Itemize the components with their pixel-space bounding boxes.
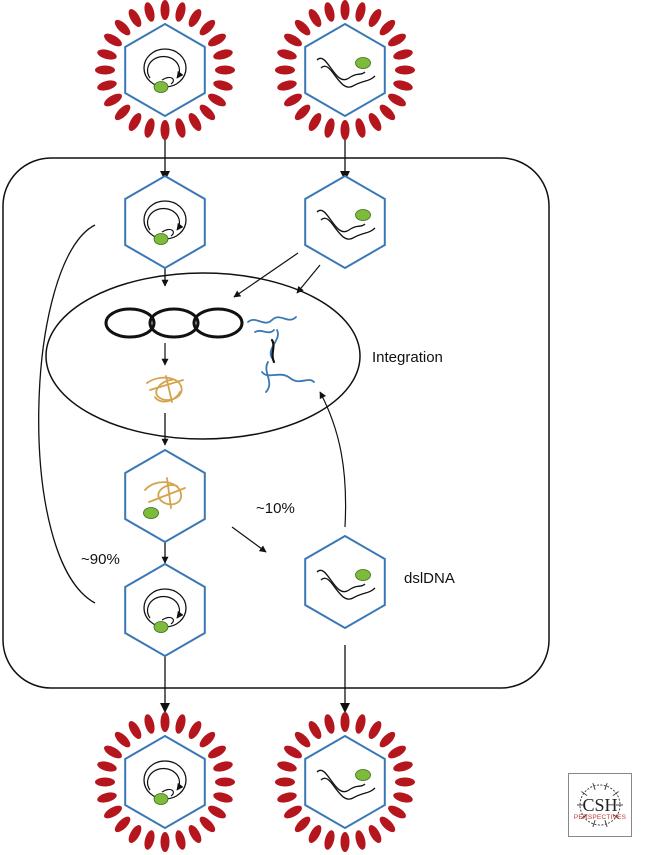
minichromosome [146, 375, 184, 403]
logo-main-text: CSH [582, 795, 618, 815]
arrow-capsid-to-nucleus-b [296, 264, 321, 294]
logo-sub-text: PERSPECTIVES [573, 814, 627, 821]
virion-rcdna-bottom [95, 712, 235, 852]
virion-dsldna-top [275, 0, 415, 140]
arrow-10-percent [231, 526, 267, 553]
capsid-dsldna-entry [304, 174, 386, 270]
percent-10-label: ~10% [256, 500, 295, 517]
virion-dsldna-bottom [275, 712, 415, 852]
cell-membrane [2, 157, 550, 689]
percent-90-label: ~90% [81, 551, 120, 568]
csh-perspectives-logo: CSH PERSPECTIVES [568, 773, 632, 837]
capsid-dsldna-mature [304, 534, 386, 630]
cccdna-chain [104, 307, 244, 339]
integrated-host-dna [247, 316, 315, 393]
integration-curve [319, 391, 347, 528]
nucleus [45, 272, 361, 440]
capsid-rcdna-entry [124, 174, 206, 270]
dsldna-label: dslDNA [404, 570, 455, 587]
integration-label: Integration [372, 349, 443, 366]
recycling-curve [38, 224, 96, 604]
arrow-capsid-to-nucleus-a [233, 252, 299, 298]
dna-helix-icon [577, 782, 623, 828]
virion-rcdna-top [95, 0, 235, 140]
capsid-pgrna [124, 448, 206, 544]
capsid-rcdna-mature [124, 562, 206, 658]
